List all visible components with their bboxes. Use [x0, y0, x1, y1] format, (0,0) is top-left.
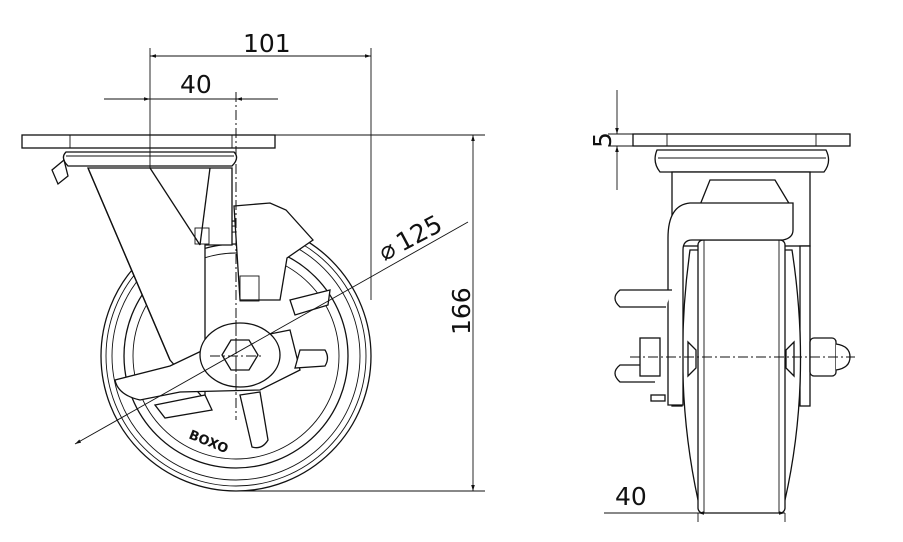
- side-view: BOXO: [21, 48, 372, 492]
- dimension-kingpin-40: 40: [104, 70, 278, 101]
- svg-text:5: 5: [588, 132, 617, 148]
- dimension-height-166: 166: [236, 134, 485, 492]
- svg-text:40: 40: [180, 70, 212, 99]
- dimension-plate-5: 5: [588, 90, 633, 190]
- svg-text:101: 101: [243, 29, 291, 58]
- dimension-offset-101: 101: [150, 29, 371, 58]
- brand-logo: BOXO: [187, 428, 231, 457]
- top-plate-front: [632, 133, 851, 147]
- front-view: [614, 133, 855, 514]
- grease-nipple: [51, 158, 69, 186]
- fork: [87, 167, 233, 402]
- svg-text:166: 166: [447, 287, 476, 335]
- svg-text:40: 40: [615, 482, 647, 511]
- wheel-front: [697, 239, 786, 514]
- dimension-width-40: 40: [604, 482, 786, 522]
- top-plate-side: [21, 134, 276, 186]
